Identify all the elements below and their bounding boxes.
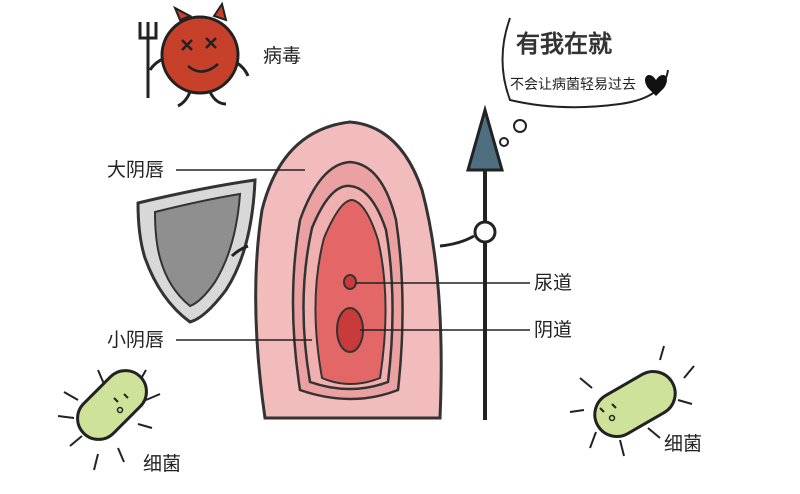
label-vagina: 阴道	[534, 319, 572, 341]
label-labia-minora: 小阴唇	[107, 329, 164, 351]
label-urethra: 尿道	[534, 272, 572, 294]
speech-subtitle: 不会让病菌轻易过去	[510, 77, 636, 93]
bacterium-right	[569, 345, 695, 457]
heart-icon	[645, 74, 667, 96]
vaginal-opening	[336, 307, 364, 353]
speech-bubble: 有我在就 不会让病菌轻易过去	[499, 17, 669, 147]
speech-title: 有我在就	[516, 30, 612, 58]
label-bacteria-left: 细菌	[143, 453, 181, 475]
urethra-opening	[343, 274, 357, 290]
label-labia-majora: 大阴唇	[107, 159, 164, 181]
label-bacteria-right: 细菌	[664, 433, 702, 455]
vulva-illustration	[230, 120, 443, 420]
bacterium-left	[57, 369, 161, 471]
shield	[136, 178, 257, 324]
spear	[439, 104, 504, 420]
label-virus: 病毒	[263, 45, 301, 67]
virus-character	[138, 1, 250, 108]
